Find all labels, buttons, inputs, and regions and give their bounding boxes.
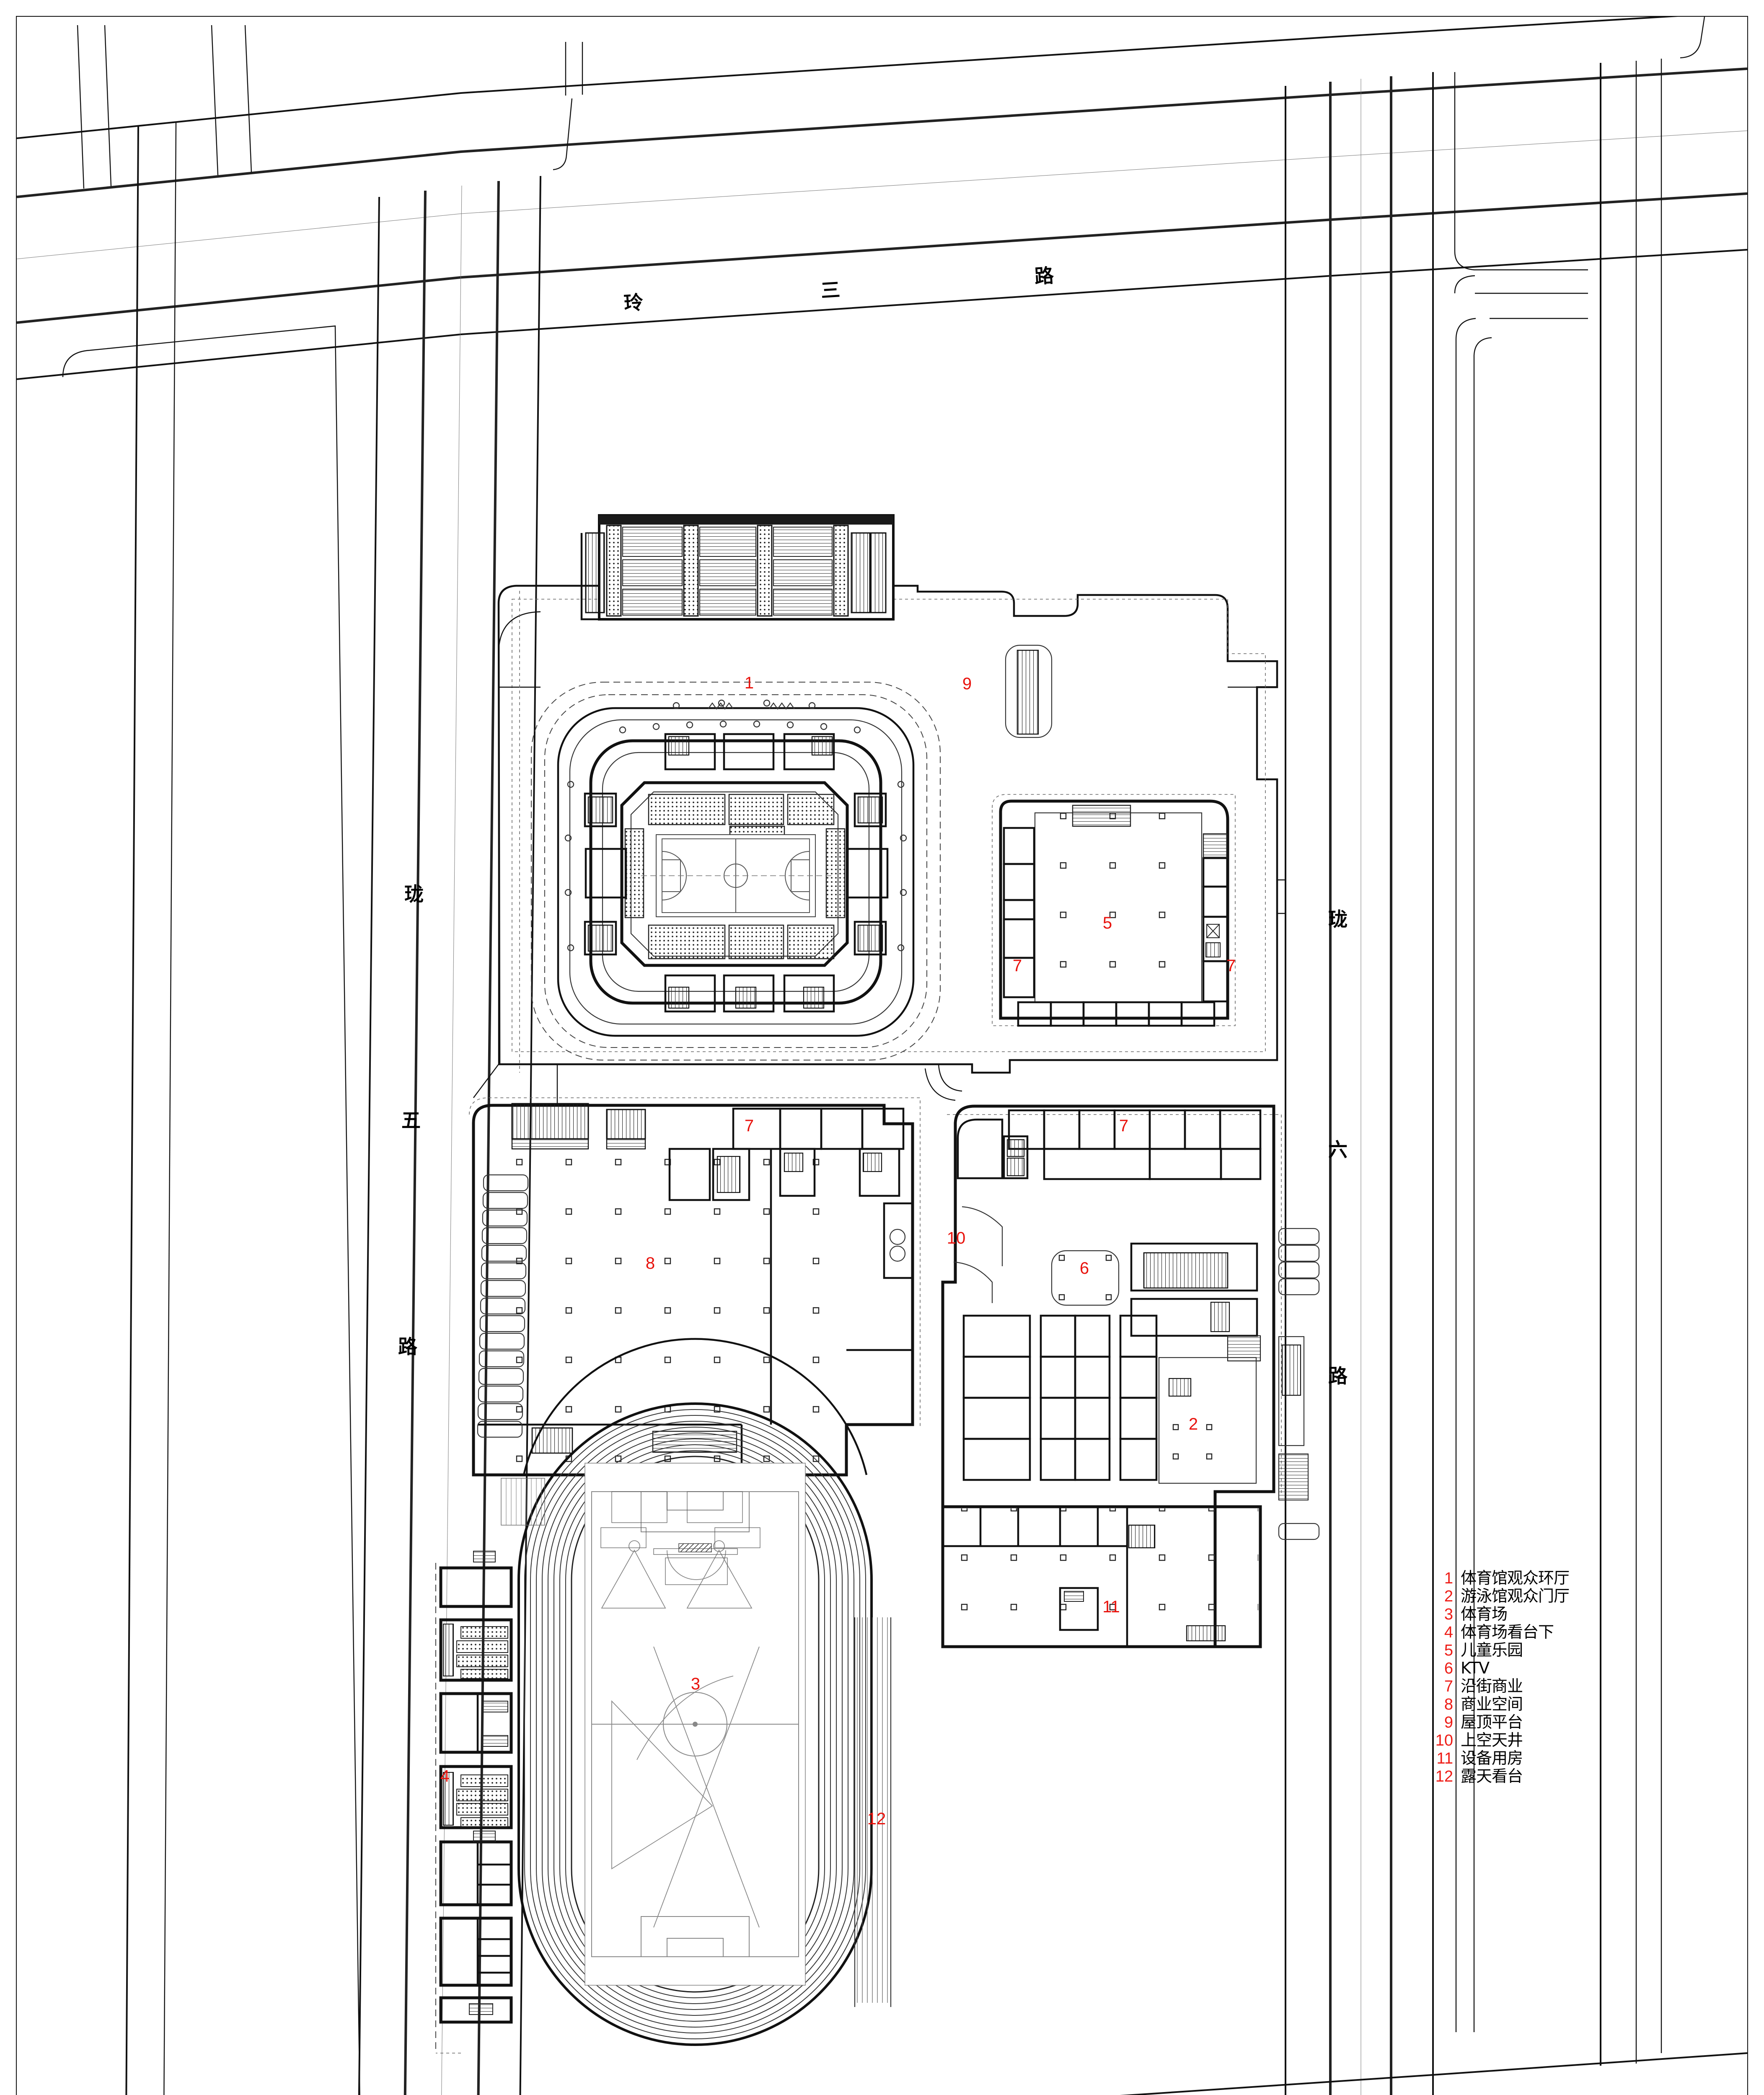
gymnasium-building (531, 682, 941, 1060)
stadium-under-stand-rooms (435, 1551, 513, 2053)
legend-label: 体育馆观众环厅 (1461, 1569, 1570, 1587)
callout-7a: 7 (1013, 957, 1022, 975)
legend-number: 1 (1444, 1570, 1453, 1587)
road-labels: 玲 三 路 珑 五 路 珑 六 路 玲 五 路 (398, 264, 1348, 1387)
callout-9: 9 (962, 675, 972, 693)
road-network (17, 17, 1747, 2095)
legend-row-10: 10 上空天井 (1425, 1731, 1659, 1750)
callout-7c: 7 (745, 1117, 754, 1135)
plan-callouts: 1 9 5 7 7 7 7 10 6 8 2 11 3 4 12 (440, 674, 1236, 1828)
legend-row-3: 3 体育场 (1425, 1605, 1659, 1624)
legend-label: 上空天井 (1461, 1731, 1523, 1749)
legend-number: 12 (1435, 1768, 1453, 1785)
callout-12: 12 (867, 1810, 886, 1828)
commercial-podium-west (469, 1097, 921, 1477)
legend-number: 5 (1444, 1642, 1453, 1659)
legend-row-2: 2 游泳馆观众门厅 (1425, 1587, 1659, 1606)
callout-3: 3 (691, 1675, 700, 1693)
road-label-east-2: 六 (1328, 1139, 1348, 1161)
legend-number: 2 (1444, 1588, 1453, 1605)
legend-label: KTV (1461, 1659, 1490, 1677)
legend-number: 9 (1444, 1714, 1453, 1731)
road-label-north-1: 玲 (623, 291, 644, 314)
legend-number: 11 (1436, 1750, 1453, 1767)
street-parking-bays-west (477, 1174, 529, 1438)
road-label-north-3: 路 (1034, 264, 1055, 287)
legend-row-5: 5 儿童乐园 (1425, 1641, 1659, 1660)
road-label-west-1: 珑 (404, 883, 424, 905)
road-label-west-2: 五 (401, 1110, 421, 1131)
legend-number: 7 (1444, 1678, 1453, 1695)
legend-row-11: 11 设备用房 (1425, 1749, 1659, 1768)
legend-number: 4 (1444, 1624, 1453, 1641)
callout-8: 8 (646, 1254, 655, 1273)
callout-1: 1 (745, 674, 754, 692)
callout-5: 5 (1103, 914, 1112, 932)
stadium (501, 1338, 892, 2046)
legend-label: 体育场看台下 (1461, 1623, 1554, 1641)
legend-label: 体育场 (1461, 1605, 1508, 1623)
legend-row-8: 8 商业空间 (1425, 1695, 1659, 1714)
legend-row-6: 6 KTV (1425, 1659, 1659, 1678)
legend-number: 3 (1444, 1606, 1453, 1623)
road-label-east-1: 珑 (1328, 908, 1348, 930)
road-label-east-3: 路 (1328, 1365, 1348, 1387)
legend-row-12: 12 露天看台 (1425, 1767, 1659, 1786)
callout-11: 11 (1102, 1598, 1120, 1616)
legend-label: 设备用房 (1461, 1749, 1523, 1767)
legend-row-9: 9 屋顶平台 (1425, 1713, 1659, 1732)
legend-number: 6 (1444, 1660, 1453, 1677)
callout-7d: 7 (1119, 1117, 1128, 1135)
callout-2: 2 (1189, 1415, 1198, 1433)
legend-row-4: 4 体育场看台下 (1425, 1623, 1659, 1642)
children-playground-block (992, 794, 1236, 1027)
north-parking-deck (580, 514, 895, 621)
site-driveways (436, 591, 1285, 2054)
legend-label: 商业空间 (1461, 1695, 1523, 1713)
callout-10: 10 (947, 1229, 966, 1247)
legend-list: 1 体育馆观众环厅 2 游泳馆观众门厅 3 体育场 4 体育场看台下 5 儿童乐… (1425, 1569, 1659, 1786)
callout-6: 6 (1080, 1259, 1089, 1278)
site-podium-outline (497, 585, 1278, 1074)
legend-number: 10 (1435, 1732, 1453, 1749)
roof-platform-escalator (1005, 644, 1053, 738)
callout-4: 4 (440, 1767, 450, 1785)
callout-7b: 7 (1226, 957, 1236, 975)
road-label-west-3: 路 (398, 1336, 418, 1358)
road-label-north-2: 三 (820, 279, 841, 302)
legend-label: 沿街商业 (1461, 1677, 1523, 1695)
legend-row-1: 1 体育馆观众环厅 (1425, 1569, 1659, 1588)
commercial-block-east (941, 1104, 1320, 1648)
adjacent-urban-blocks (62, 17, 1705, 2095)
legend-row-7: 7 沿街商业 (1425, 1677, 1659, 1696)
legend-number: 8 (1444, 1696, 1453, 1713)
legend-label: 儿童乐园 (1461, 1641, 1523, 1659)
legend-label: 游泳馆观众门厅 (1461, 1587, 1570, 1605)
legend-label: 露天看台 (1461, 1767, 1523, 1785)
legend-label: 屋顶平台 (1461, 1713, 1523, 1731)
